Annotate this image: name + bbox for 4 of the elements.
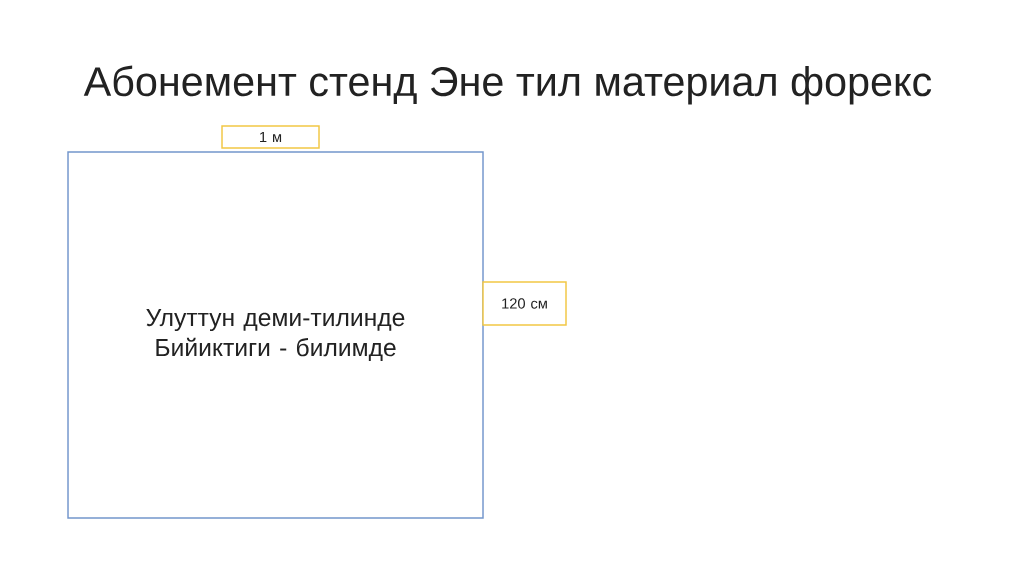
title: Абонемент стенд Эне тил материал форекс [83,65,932,105]
size-label: 120 см [482,281,567,326]
size-label: 1 м [221,125,320,149]
board-box: Улуттун деми-тилинде Бийиктиги - билимде [67,151,484,519]
